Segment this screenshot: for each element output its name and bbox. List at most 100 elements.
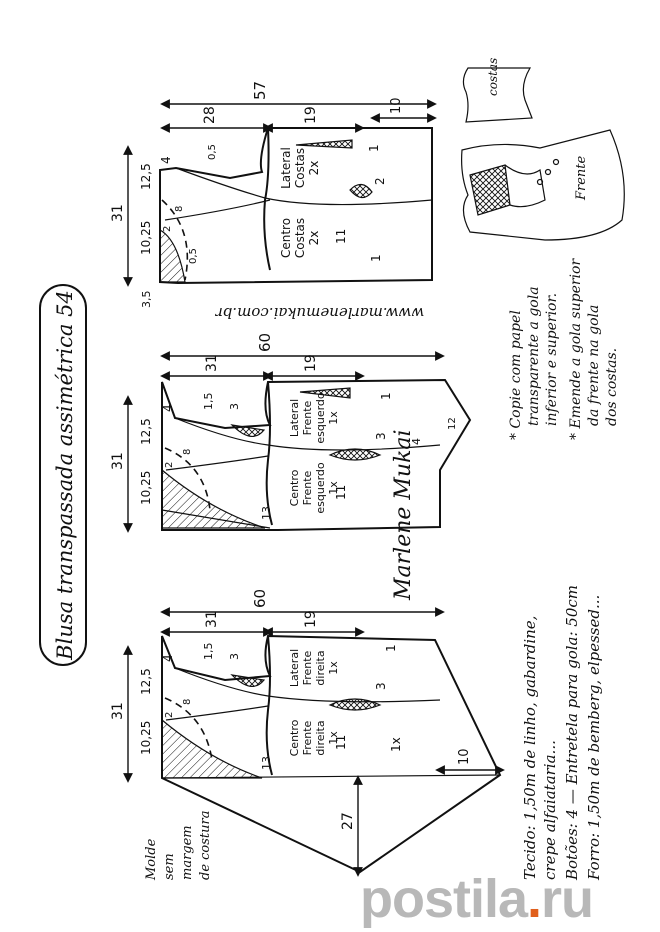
fr-mark-3: 3: [374, 682, 388, 690]
back-dim-height-label: 31: [110, 204, 126, 222]
front-right-shape: [328, 698, 382, 711]
fl-m15: 1,5: [202, 393, 215, 411]
instruction-line-5: da frente na gola: [586, 305, 602, 426]
front-left-dashed: [164, 447, 211, 511]
svg-text:Lateral: Lateral: [288, 649, 301, 687]
svg-text:Costas: Costas: [293, 218, 307, 258]
front-left-princess: [265, 381, 273, 526]
back-dart-label: 0,5: [207, 144, 218, 160]
svg-text:Centro: Centro: [288, 469, 301, 506]
back-mark-2: 2: [373, 177, 387, 185]
instructions: * Copie com papel transparente a gola in…: [508, 258, 620, 440]
materials: Tecido: 1,50m de linho, gabardine, crepe…: [521, 585, 603, 881]
back-shoulder: 4: [159, 156, 173, 164]
front-left-waist-1: [174, 417, 441, 451]
instruction-line-2: transparente a gola: [526, 286, 542, 426]
front-left-waist-2: [165, 455, 269, 471]
back-mark-1: 1: [367, 144, 381, 152]
back-neck-b: 10,25: [139, 221, 153, 255]
fl-m8: 8: [182, 449, 193, 455]
front-left-shape: [328, 448, 382, 461]
fl-m2: 2: [164, 462, 175, 468]
fl-dim-width-label: 60: [256, 333, 274, 352]
svg-text:esquerdo: esquerdo: [314, 462, 327, 514]
back-bottom: 3,5: [140, 291, 153, 309]
back-upper-dart: [295, 139, 353, 149]
sketch-button-3: [552, 158, 560, 166]
back-waist-curve-2: [164, 199, 271, 221]
sketch-front: [461, 129, 625, 241]
materials-tecido: Tecido: 1,50m de linho, gabardine,: [521, 616, 539, 880]
instruction-line-3: inferior e superior.: [544, 293, 560, 426]
fr-neck-a: 12,5: [139, 668, 153, 695]
fl-m3: 3: [228, 403, 241, 410]
sketch-lapel: [504, 164, 546, 208]
sketch-button-1: [536, 178, 544, 186]
back-small-c: 0,5: [188, 248, 199, 264]
fl-centro-text: Centro Frente esquerdo 1x: [288, 462, 340, 514]
fl-mark-3: 3: [374, 432, 388, 440]
fl-dim-height-label: 31: [110, 452, 126, 470]
fr-dim-upper-label: 31: [204, 610, 220, 628]
materials-tecido-cont: crepe alfaiataria...: [541, 740, 559, 880]
front-right-pattern: 60 31 19 31 27 10 12,5 10,25 4 1,5 3 8 2…: [110, 589, 505, 877]
svg-text:esquerdo: esquerdo: [314, 392, 327, 444]
sketch-button-2: [544, 168, 552, 176]
fr-dim-hip-label: 10: [457, 748, 472, 765]
back-small-b: 2: [162, 226, 173, 232]
title-frame: [39, 284, 87, 666]
page-title: Blusa transpassada assimétrica 54: [53, 290, 77, 661]
sketch-back: [462, 67, 533, 123]
front-left-pattern: 60 31 19 31 12,5 10,25 4 1,5 3 8 2 13 11…: [110, 333, 472, 533]
svg-text:Frente: Frente: [301, 720, 314, 755]
svg-text:1x: 1x: [327, 661, 340, 675]
fr-m3: 3: [228, 653, 241, 660]
svg-text:Costas: Costas: [293, 148, 307, 188]
back-waist-curve-1: [175, 167, 433, 206]
fl-m11: 11: [334, 485, 348, 500]
svg-text:de costura: de costura: [198, 811, 213, 881]
back-hatch: [159, 228, 186, 283]
back-dim-upper-label: 28: [202, 106, 218, 124]
svg-text:1x: 1x: [327, 481, 340, 495]
fl-dim-lower-label: 19: [303, 354, 319, 372]
back-small-a: 8: [174, 206, 185, 212]
fr-lateral-text: Lateral Frente direita 1x: [288, 649, 340, 687]
back-dim-lower-label: 19: [303, 106, 319, 124]
back-upper-shape: [349, 183, 373, 199]
fr-dim-height-label: 31: [110, 702, 126, 720]
front-right-princess: [265, 635, 273, 776]
fr-mark-1x: 1x: [389, 737, 403, 752]
svg-text:direita: direita: [314, 650, 327, 685]
svg-text:2x: 2x: [307, 161, 321, 176]
svg-text:Lateral: Lateral: [279, 147, 293, 189]
back-mark-11: 11: [334, 229, 348, 244]
back-dim-hip-label: 10: [389, 97, 404, 114]
watermark-dot: .: [527, 869, 542, 929]
back-pattern: 57 28 19 10 31 12,5 10,25 4 0,5 8 2 0,5 …: [110, 81, 437, 322]
fl-lateral-text: Lateral Frente esquerdo 1x: [288, 392, 340, 444]
fr-mark-1: 1: [384, 644, 398, 652]
sketch-back-label: costas: [486, 58, 500, 96]
watermark-tld: ru: [541, 869, 594, 929]
svg-text:2x: 2x: [307, 231, 321, 246]
watermark-logo: postila.ru: [360, 868, 660, 932]
svg-text:margem: margem: [180, 825, 195, 880]
back-dim-width-label: 57: [251, 81, 269, 100]
back-outline: [159, 127, 433, 285]
back-mark-3: 1: [369, 254, 383, 262]
front-right-dashed: [164, 697, 213, 761]
svg-text:1x: 1x: [327, 731, 340, 745]
fr-m8: 8: [182, 699, 193, 705]
fr-shoulder: 4: [161, 654, 175, 662]
front-right-dart: [230, 674, 266, 687]
front-left-upper-dart: [299, 387, 351, 399]
fl-m12: 12: [447, 417, 458, 430]
fl-shoulder: 4: [161, 404, 175, 412]
svg-text:Frente: Frente: [301, 650, 314, 685]
fl-m4: 4: [410, 438, 423, 445]
fl-mark-1: 1: [379, 392, 393, 400]
fl-neck-b: 10,25: [139, 471, 153, 505]
back-dashed: [161, 199, 189, 281]
